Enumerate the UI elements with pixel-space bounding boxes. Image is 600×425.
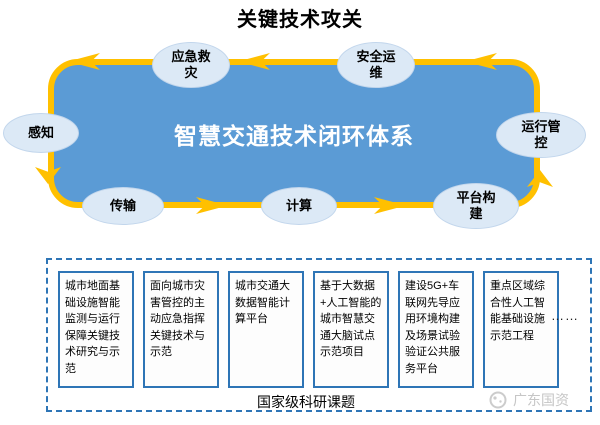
guangdong-guozi-logo-icon: [488, 390, 508, 410]
node-safe-operation: 安全运维: [337, 42, 415, 88]
node-operation-control: 运行管控: [496, 112, 586, 158]
node-label: 应急救灾: [171, 49, 211, 80]
node-label: 感知: [27, 125, 54, 141]
project-card: 基于大数据+人工智能的城市智慧交通大脑试点示范项目: [313, 271, 389, 388]
node-emergency-rescue: 应急救灾: [152, 42, 230, 88]
node-label: 运行管控: [521, 119, 561, 150]
loop-center-label: 智慧交通技术闭环体系: [174, 122, 414, 149]
node-label: 传输: [109, 198, 136, 214]
page-title: 关键技术攻关: [237, 9, 363, 31]
research-project-cards: 城市地面基础设施智能监测与运行保障关键技术研究与示范 面向城市灾害管控的主动应急…: [58, 271, 559, 388]
watermark-label: 广东国资: [513, 392, 569, 408]
node-label: 平台构建: [456, 190, 496, 221]
project-card: 重点区域综合性人工智能基础设施示范工程: [483, 271, 559, 388]
more-projects-ellipsis: ……: [551, 308, 579, 323]
node-computation: 计算: [261, 187, 337, 225]
node-label: 安全运维: [356, 49, 396, 80]
node-perception: 感知: [3, 113, 79, 153]
node-transmission: 传输: [82, 187, 164, 225]
node-label: 计算: [285, 198, 312, 214]
project-card: 面向城市灾害管控的主动应急指挥关键技术与示范: [143, 271, 219, 388]
node-platform-construction: 平台构建: [433, 183, 519, 229]
projects-caption: 国家级科研课题: [257, 394, 355, 410]
project-card: 城市地面基础设施智能监测与运行保障关键技术研究与示范: [58, 271, 134, 388]
project-card: 城市交通大数据智能计算平台: [228, 271, 304, 388]
project-card: 建设5G+车联网先导应用环境构建及场景试验验证公共服务平台: [398, 271, 474, 388]
watermark: 广东国资: [488, 390, 569, 410]
